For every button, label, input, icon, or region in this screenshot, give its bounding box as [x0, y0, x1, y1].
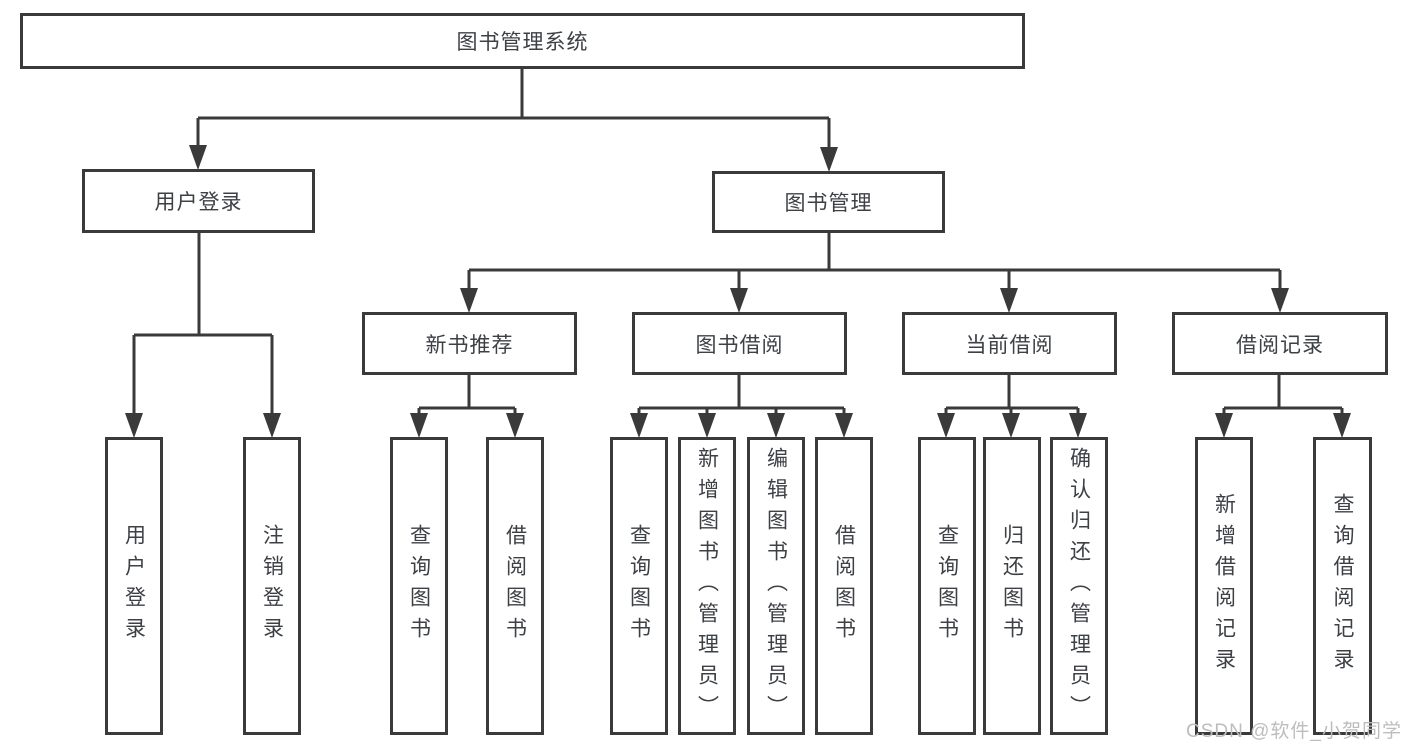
node-book-borrow: 图书借阅 — [632, 312, 847, 375]
node-current-borrow: 当前借阅 — [902, 312, 1117, 375]
node-leaf-add-borrow-record: 新增借阅记录 — [1195, 437, 1253, 735]
node-borrow-records: 借阅记录 — [1172, 312, 1388, 375]
node-leaf-return-books: 归还图书 — [983, 437, 1041, 735]
node-leaf-logout: 注销登录 — [243, 437, 301, 735]
node-root-label: 图书管理系统 — [456, 31, 589, 54]
node-new-book-recommend: 新书推荐 — [362, 312, 577, 375]
connector-book-management-children — [460, 233, 1289, 313]
node-new-book-recommend-label: 新书推荐 — [425, 333, 514, 357]
node-leaf-borrow-books-label: 借阅图书 — [832, 524, 856, 648]
node-leaf-query-books-current: 查询图书 — [918, 437, 976, 735]
connector-borrow-records-children — [1215, 375, 1351, 438]
node-leaf-return-books-label: 归还图书 — [1000, 524, 1024, 648]
node-leaf-query-books-recommend-label: 查询图书 — [407, 524, 431, 648]
node-leaf-add-books-admin-label: 新增图书（管理员） — [695, 446, 719, 726]
node-leaf-query-books-current-label: 查询图书 — [935, 524, 959, 648]
node-borrow-records-label: 借阅记录 — [1236, 333, 1324, 357]
node-leaf-edit-books-admin: 编辑图书（管理员） — [747, 437, 805, 735]
connector-current-borrow-children — [937, 375, 1087, 438]
node-leaf-confirm-return-admin: 确认归还（管理员） — [1050, 437, 1108, 735]
node-leaf-query-books-borrow: 查询图书 — [610, 437, 668, 735]
node-leaf-add-books-admin: 新增图书（管理员） — [678, 437, 736, 735]
node-user-login: 用户登录 — [82, 169, 315, 233]
connector-new-book-children — [410, 375, 524, 438]
node-book-management: 图书管理 — [712, 171, 945, 233]
node-leaf-user-login-label: 用户登录 — [122, 524, 146, 648]
node-leaf-confirm-return-admin-label: 确认归还（管理员） — [1067, 446, 1091, 726]
node-root: 图书管理系统 — [20, 13, 1025, 69]
node-leaf-borrow-books: 借阅图书 — [815, 437, 873, 735]
node-leaf-borrow-books-recommend: 借阅图书 — [486, 437, 544, 735]
node-user-login-label: 用户登录 — [154, 191, 243, 214]
node-current-borrow-label: 当前借阅 — [965, 333, 1054, 357]
connector-root-to-level1 — [189, 69, 838, 172]
node-leaf-query-borrow-record: 查询借阅记录 — [1313, 437, 1372, 735]
node-leaf-query-books-borrow-label: 查询图书 — [627, 524, 651, 648]
node-leaf-borrow-books-recommend-label: 借阅图书 — [503, 524, 527, 648]
node-leaf-edit-books-admin-label: 编辑图书（管理员） — [764, 446, 788, 726]
node-leaf-query-borrow-record-label: 查询借阅记录 — [1331, 493, 1354, 679]
watermark: CSDN @软件_小贺同学 — [1186, 721, 1402, 742]
node-leaf-query-books-recommend: 查询图书 — [390, 437, 448, 735]
node-leaf-add-borrow-record-label: 新增借阅记录 — [1212, 493, 1236, 679]
node-leaf-user-login: 用户登录 — [105, 437, 163, 735]
node-leaf-logout-label: 注销登录 — [260, 524, 284, 648]
node-book-borrow-label: 图书借阅 — [695, 333, 784, 357]
connector-book-borrow-children — [630, 375, 853, 438]
connector-user-login-children — [125, 233, 281, 438]
node-book-management-label: 图书管理 — [784, 192, 873, 215]
